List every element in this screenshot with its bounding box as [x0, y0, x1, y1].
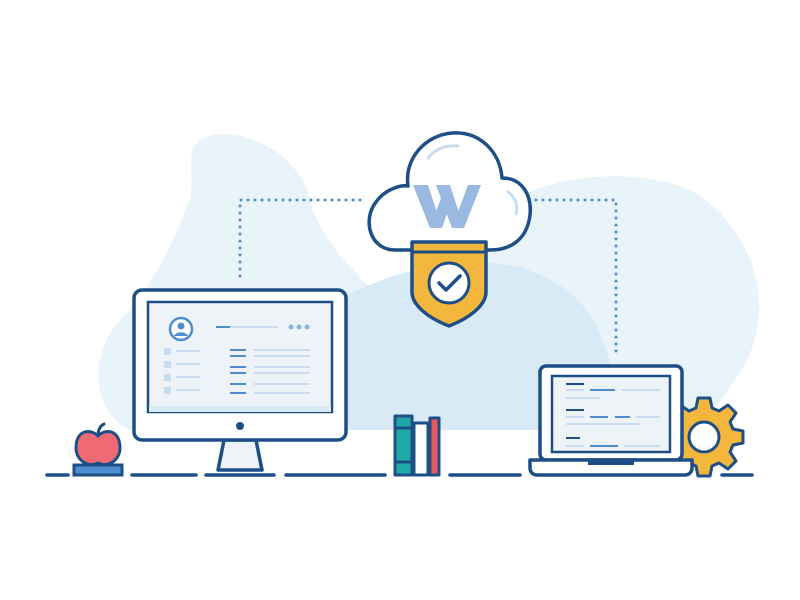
- connector-cloud-to-laptop: [534, 198, 618, 360]
- monitor-stand: [216, 438, 264, 472]
- cloud-logo-w-icon: [413, 185, 481, 228]
- apple-stand: [72, 463, 124, 477]
- dotted-connectors: [238, 198, 618, 360]
- books-icon: [393, 414, 441, 477]
- check-mark-icon: [437, 274, 462, 292]
- apple-icon: [72, 422, 124, 477]
- monitor-power-dot: [236, 422, 244, 430]
- screen-text-lines: [230, 349, 310, 394]
- laptop-base: [528, 458, 694, 477]
- cloud-highlight-right: [506, 190, 519, 216]
- laptop-icon: [528, 364, 694, 477]
- shield-check-icon: [410, 240, 488, 328]
- monitor-screen-bottom-bar: [149, 406, 331, 412]
- cloud-logo-letter: W: [447, 225, 448, 227]
- cloud-highlight: [426, 144, 460, 160]
- apple-stem: [96, 422, 106, 438]
- desktop-monitor-icon: [132, 288, 348, 477]
- apple-body: [74, 430, 122, 466]
- user-avatar-icon: [168, 316, 194, 342]
- more-dots-icon: [288, 324, 310, 330]
- gear-icon: [663, 396, 745, 478]
- cloud-icon: W: [367, 131, 532, 252]
- shield-check-circle: [427, 261, 471, 305]
- connector-cloud-to-desktop: [238, 198, 362, 284]
- background-blob-center: [260, 262, 613, 430]
- book-white: [412, 421, 430, 477]
- laptop-screen: [550, 374, 672, 454]
- book-red: [428, 416, 441, 477]
- laptop-code-lines: [566, 383, 660, 447]
- book-teal: [393, 414, 414, 477]
- screen-checklist: [164, 348, 200, 394]
- laptop-trackpad-notch: [588, 460, 634, 465]
